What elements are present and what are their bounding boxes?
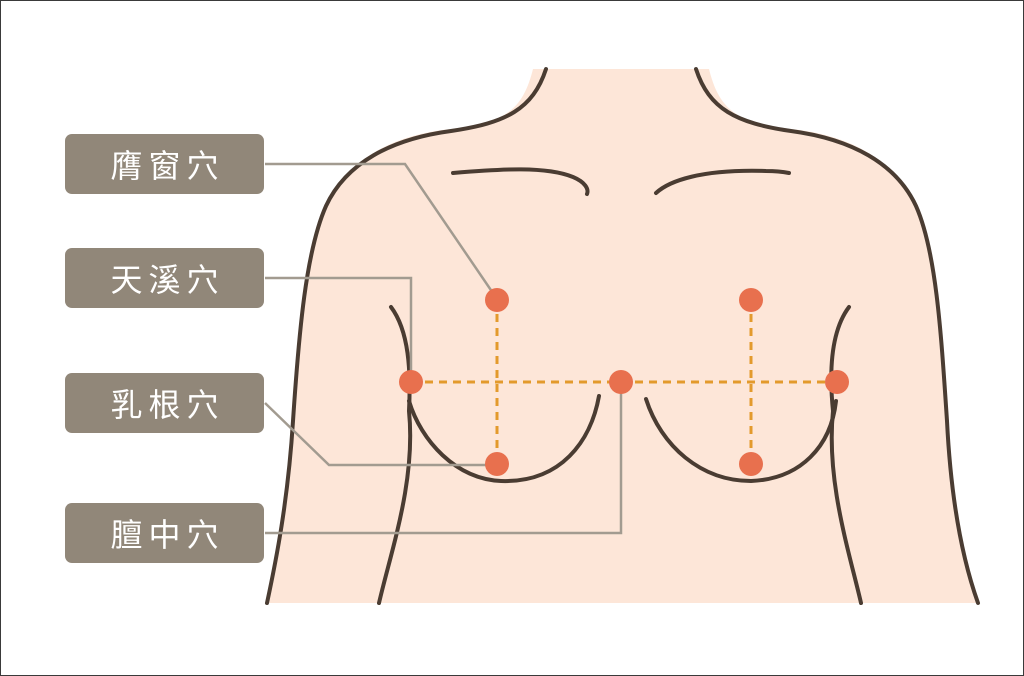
leader-line-yingchuang bbox=[265, 162, 499, 300]
leader-line-tianxi bbox=[265, 276, 413, 381]
label-danzhong: 膻中穴 bbox=[65, 503, 264, 563]
label-tianxi: 天溪穴 bbox=[65, 248, 264, 308]
right-breast-outline bbox=[644, 397, 838, 484]
point-yingchuang-left bbox=[485, 288, 509, 312]
leader-line-danzhong bbox=[265, 383, 623, 535]
left-neck-shoulder-outline bbox=[265, 67, 548, 605]
left-breast-outline bbox=[407, 394, 601, 484]
right-neck-shoulder-outline bbox=[694, 67, 980, 605]
point-danzhong bbox=[609, 370, 633, 394]
point-rugen-right bbox=[739, 452, 763, 476]
point-tianxi-right bbox=[825, 370, 849, 394]
right-collarbone bbox=[654, 168, 791, 195]
point-tianxi-left bbox=[399, 370, 423, 394]
left-collarbone bbox=[451, 167, 590, 196]
point-yingchuang-right bbox=[739, 288, 763, 312]
leader-line-rugen bbox=[264, 402, 497, 467]
label-rugen: 乳根穴 bbox=[65, 373, 264, 433]
point-rugen-left bbox=[485, 452, 509, 476]
torso-body bbox=[267, 69, 978, 603]
left-arm-line bbox=[377, 305, 413, 605]
label-yingchuang: 膺窗穴 bbox=[65, 134, 264, 194]
